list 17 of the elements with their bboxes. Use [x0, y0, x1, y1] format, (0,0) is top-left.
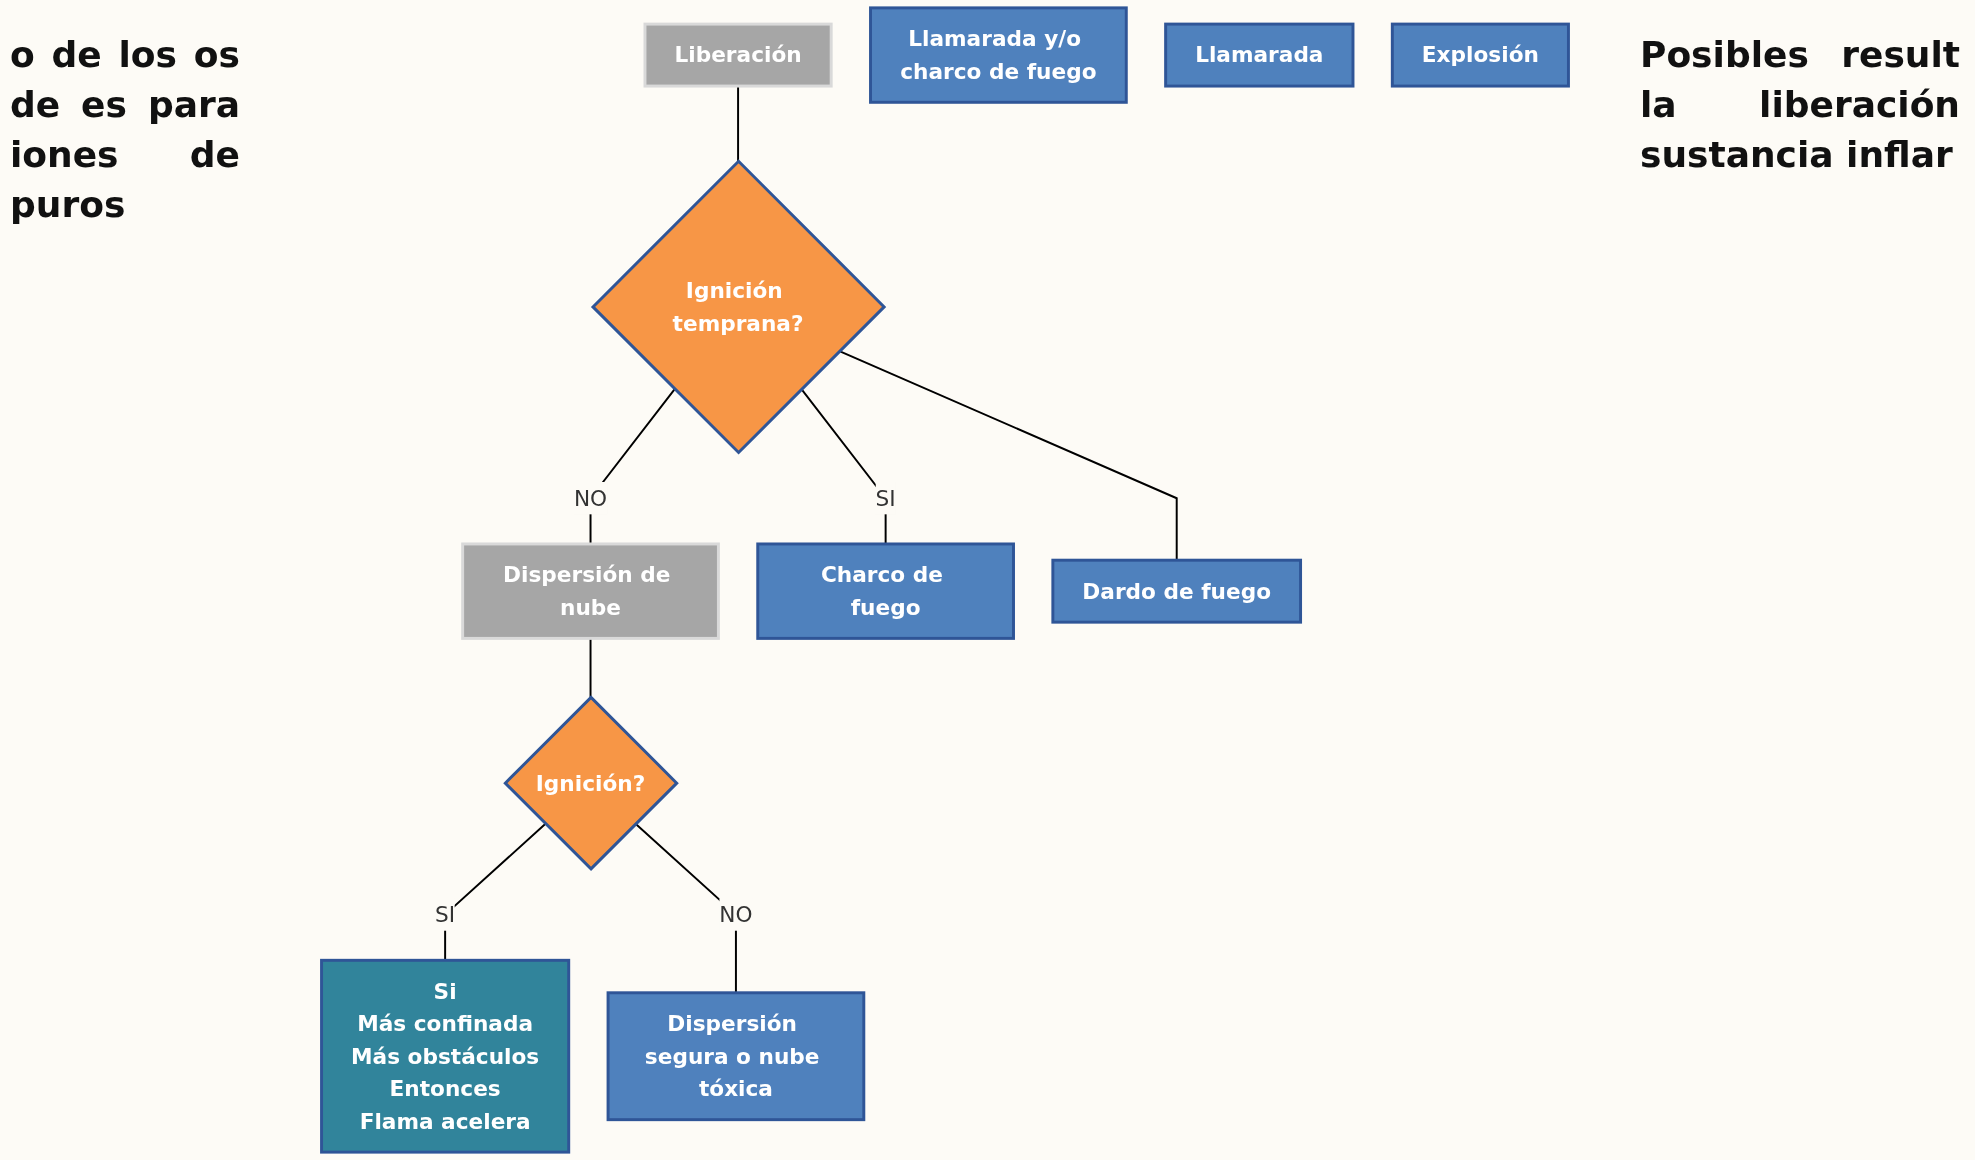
edge-label: SI: [875, 485, 896, 511]
node-box: Dardo de fuego: [1051, 558, 1303, 624]
node-box: Llamarada y/o charco de fuego: [869, 6, 1128, 104]
node-box: Dispersión de nube: [461, 542, 720, 640]
edge-label: NO: [573, 485, 608, 511]
node-box: Llamarada: [1164, 22, 1355, 88]
side-note: Posibles result la liberación sustancia inflar: [1640, 33, 1960, 177]
side-note: o de los os de es para iones de puros: [10, 33, 240, 227]
node-box: Dispersión segura o nube tóxica: [606, 991, 866, 1122]
node-box: Charco de fuego: [756, 542, 1015, 640]
node-box: Si Más confinada Más obstáculos Entonces Flama acelera: [320, 958, 571, 1154]
node-box: Liberación: [643, 22, 833, 88]
node-diamond: Ignición?: [503, 695, 679, 871]
node-box: Explosión: [1390, 22, 1570, 88]
node-diamond: Ignición temprana?: [590, 159, 887, 455]
edge-label: NO: [719, 902, 753, 927]
edge-label: SI: [435, 902, 456, 927]
